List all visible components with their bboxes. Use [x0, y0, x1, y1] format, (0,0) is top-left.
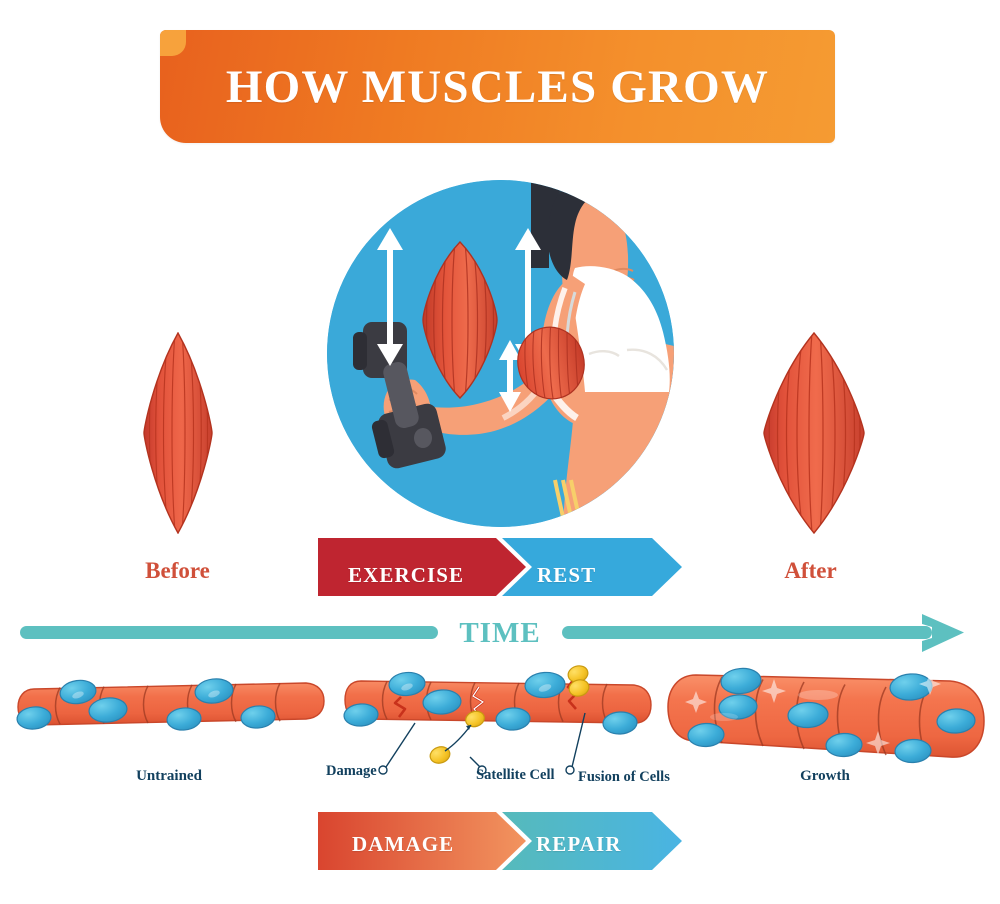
- sparkle-icon: [685, 673, 941, 755]
- phase-label-repair: REPAIR: [536, 832, 622, 856]
- stage-caption-after: After: [784, 558, 837, 583]
- phase-label-rest: REST: [537, 563, 597, 587]
- phase-bar-exercise-rest: [318, 538, 682, 601]
- fiber-growth: [667, 667, 985, 764]
- exercise-chevron: [318, 538, 526, 596]
- banner-fold-corner-icon: [160, 30, 186, 56]
- callout-markers: [378, 765, 575, 775]
- phase-label-damage: DAMAGE: [352, 832, 455, 856]
- time-axis-left-bar: [20, 626, 438, 639]
- time-axis-right-bar: [562, 626, 932, 639]
- repair-chevron: [502, 812, 682, 870]
- fiber-diagram-row: [0, 645, 1000, 780]
- page-title: HOW MUSCLES GROW: [225, 60, 770, 113]
- fiber-untrained: [16, 678, 325, 731]
- time-axis: [20, 612, 980, 661]
- phase-bar-damage-repair: [318, 812, 682, 875]
- time-axis-label: TIME: [459, 617, 541, 649]
- callout-label-satellite-cell: Satellite Cell: [476, 767, 555, 783]
- nuclei-damaged: [343, 671, 638, 735]
- rest-chevron: [502, 538, 682, 596]
- muscle-belly-after: [762, 331, 866, 539]
- fiber-caption-untrained: Untrained: [136, 768, 202, 784]
- muscle-belly-before: [142, 331, 214, 539]
- stage-caption-before: Before: [145, 558, 210, 583]
- athlete-hair: [546, 183, 603, 280]
- hero-illustration: [327, 180, 674, 527]
- athlete-forearm: [407, 374, 553, 435]
- callout-leaders: [385, 712, 586, 768]
- fiber-caption-growth: Growth: [800, 768, 850, 784]
- callout-label-fusion-of-cells: Fusion of Cells: [578, 769, 670, 785]
- satellite-cell-icon: [429, 665, 590, 764]
- athlete-top: [572, 266, 670, 392]
- callout-label-damage: Damage: [326, 763, 377, 779]
- time-axis-arrowhead-icon: [922, 614, 964, 652]
- fiber-damaged: [343, 665, 652, 764]
- title-banner: [160, 30, 835, 143]
- damage-chevron: [318, 812, 526, 870]
- phase-label-exercise: EXERCISE: [348, 563, 465, 587]
- nuclei-untrained: [16, 678, 276, 731]
